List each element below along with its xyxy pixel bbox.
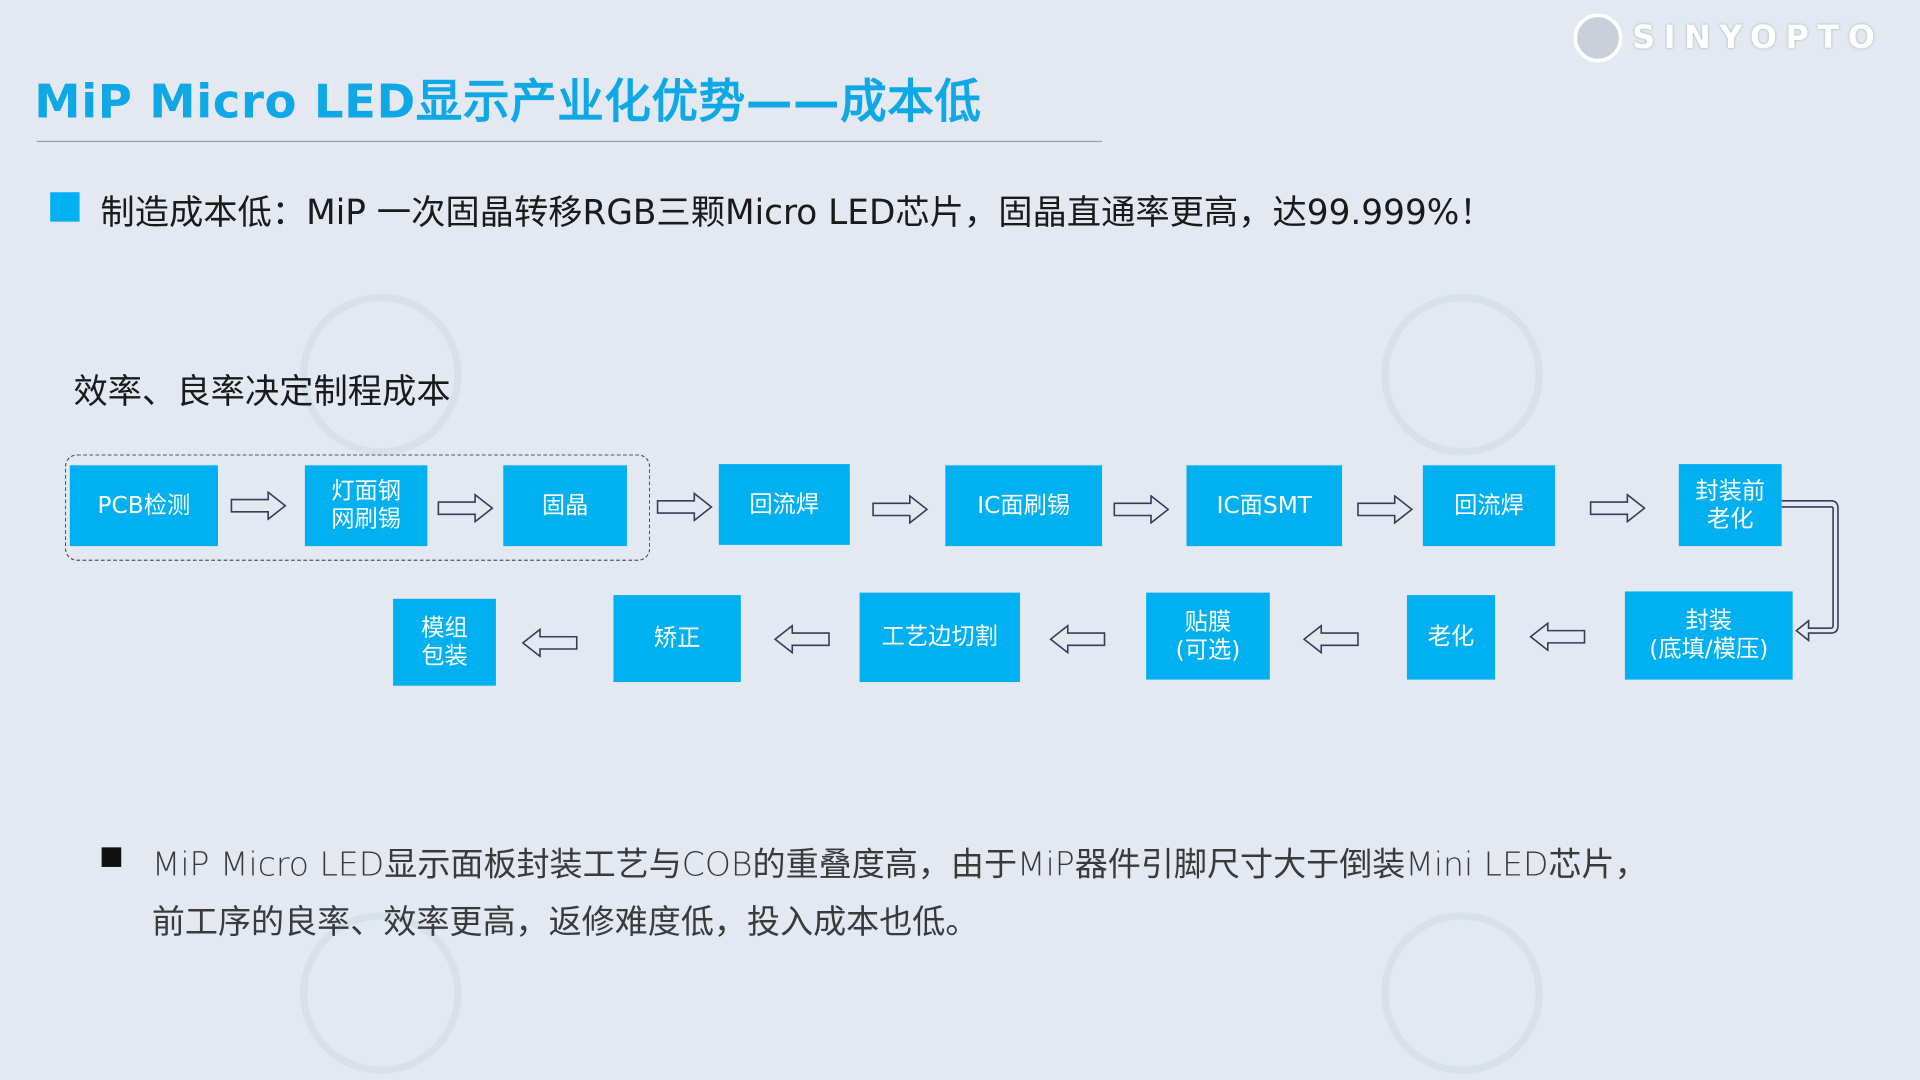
front-process-group-outline: [64, 454, 651, 561]
flow-step: 工艺边切割: [859, 592, 1021, 683]
watermark-icon: [1381, 912, 1543, 1074]
arrow-right-icon: [437, 493, 494, 523]
logo-icon: [1573, 13, 1623, 63]
arrow-left-icon: [1049, 624, 1106, 654]
page-title: MiP Micro LED显示产业化优势——成本低: [34, 74, 982, 129]
flow-step: 固晶: [503, 465, 627, 547]
company-logo: SINYOPTO: [1573, 12, 1883, 63]
watermark-icon: [1381, 293, 1543, 456]
flow-step: IC面刷锡: [945, 465, 1103, 547]
arrow-left-icon: [521, 628, 578, 658]
bullet-square-icon: [50, 192, 80, 222]
watermark-icon: [300, 912, 462, 1074]
bullet-text-process: MiP Micro LED显示面板封装工艺与COB的重叠度高，由于MiP器件引脚…: [152, 836, 1648, 951]
logo-text: SINYOPTO: [1632, 19, 1884, 57]
flow-step: IC面SMT: [1186, 465, 1343, 547]
arrow-left-icon: [1529, 622, 1586, 652]
arrow-right-icon: [1113, 494, 1170, 525]
arrow-right-icon: [656, 492, 713, 522]
flow-step: 贴膜 (可选): [1146, 592, 1270, 680]
flow-step: 回流焊: [718, 464, 850, 545]
watermark-icon: [300, 293, 462, 456]
arrow-right-icon: [1589, 493, 1646, 523]
arrow-left-icon: [1302, 624, 1359, 654]
flow-step: 老化: [1406, 595, 1496, 680]
flow-step: 模组 包装: [393, 598, 496, 686]
bullet-line: MiP Micro LED显示面板封装工艺与COB的重叠度高，由于MiP器件引脚…: [151, 846, 1648, 885]
bullet-text-cost: 制造成本低：MiP 一次固晶转移RGB三颗Micro LED芯片，固晶直通率更高…: [100, 192, 1494, 233]
bent-connector-arrow-icon: [1781, 500, 1839, 643]
flow-step: PCB检测: [69, 465, 218, 547]
flow-step: 封装前 老化: [1678, 464, 1782, 547]
bullet-line: 前工序的良率、效率更高，返修难度低，投入成本也低。: [151, 903, 979, 942]
arrow-right-icon: [872, 494, 929, 525]
arrow-right-icon: [1357, 494, 1414, 525]
flow-step: 封装 (底填/模压): [1624, 591, 1793, 680]
arrow-left-icon: [773, 624, 830, 654]
bullet-square-icon: [101, 847, 122, 867]
flow-step: 回流焊: [1422, 465, 1556, 547]
flow-step: 灯面钢 网刷锡: [304, 465, 428, 547]
title-divider: [36, 140, 1103, 143]
flow-step: 矫正: [613, 595, 741, 683]
arrow-right-icon: [230, 491, 287, 521]
section-subtitle: 效率、良率决定制程成本: [73, 371, 451, 412]
